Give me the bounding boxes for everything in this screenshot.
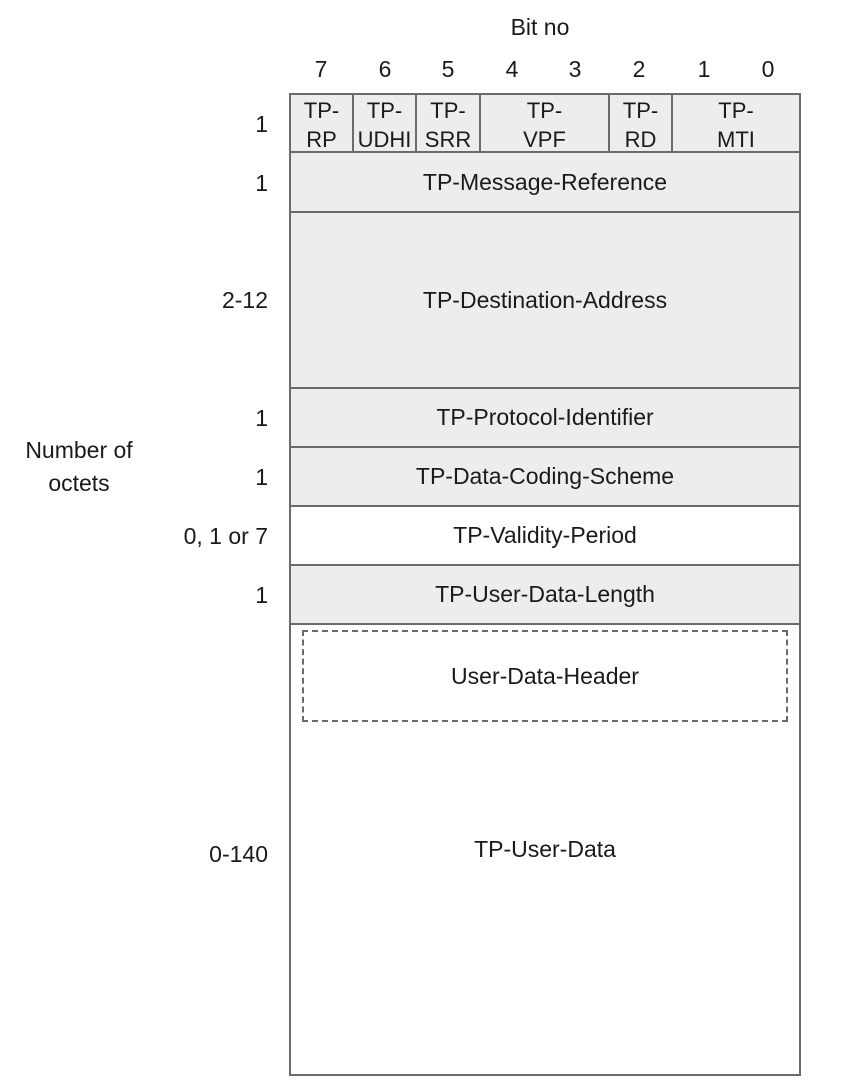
- tp-rp-line1: TP-: [303, 98, 340, 123]
- octet-count-user-data: 0-140: [209, 841, 268, 867]
- bit-4-label: 4: [505, 56, 519, 82]
- tp-rd-line2: RD: [624, 127, 657, 152]
- octet-count-data-coding-scheme: 1: [255, 464, 268, 490]
- tp-validity-period-field: TP-Validity-Period: [289, 505, 801, 566]
- number-of-octets-line1: Number of: [25, 437, 133, 463]
- bit-7-label: 7: [314, 56, 328, 82]
- bit-number-title: Bit no: [510, 14, 570, 40]
- bit-0-label: 0: [761, 56, 775, 82]
- tp-message-reference-field: TP-Message-Reference: [289, 151, 801, 213]
- octet-count-destination-address: 2-12: [221, 287, 268, 313]
- octet-count-protocol-identifier: 1: [255, 405, 268, 431]
- bit-1-label: 1: [697, 56, 711, 82]
- tp-rd-line1: TP-: [622, 98, 659, 123]
- tp-srr-line1: TP-: [430, 98, 466, 123]
- tp-rp-field: TP- RP: [289, 93, 354, 153]
- octet-count-user-data-length: 1: [255, 582, 268, 608]
- tp-message-reference-label: TP-Message-Reference: [422, 168, 668, 195]
- bit-6-label: 6: [378, 56, 392, 82]
- bit-5-label: 5: [441, 56, 455, 82]
- user-data-header-label: User-Data-Header: [451, 662, 639, 689]
- bit-3-label: 3: [568, 56, 582, 82]
- tp-srr-field: TP- SRR: [415, 93, 481, 153]
- number-of-octets-line2: octets: [48, 470, 110, 496]
- tp-protocol-identifier-label: TP-Protocol-Identifier: [436, 404, 654, 430]
- octet-count-message-reference: 1: [255, 170, 268, 196]
- bit-2-label: 2: [632, 56, 646, 82]
- tp-vpf-line1: TP-: [526, 98, 563, 123]
- tp-srr-line2: SRR: [424, 127, 472, 152]
- user-data-header-field: User-Data-Header: [302, 630, 788, 722]
- tp-destination-address-field: TP-Destination-Address: [289, 211, 801, 389]
- tp-destination-address-label: TP-Destination-Address: [422, 286, 668, 313]
- tp-vpf-line2: VPF: [523, 127, 566, 152]
- tp-mti-line1: TP-: [718, 98, 754, 123]
- tp-user-data-label: TP-User-Data: [474, 836, 616, 862]
- tp-data-coding-scheme-field: TP-Data-Coding-Scheme: [289, 446, 801, 507]
- tp-rd-field: TP- RD: [608, 93, 673, 153]
- tp-user-data-length-field: TP-User-Data-Length: [289, 564, 801, 625]
- tp-validity-period-label: TP-Validity-Period: [453, 522, 637, 548]
- tp-protocol-identifier-field: TP-Protocol-Identifier: [289, 387, 801, 448]
- tp-udhi-field: TP- UDHI: [352, 93, 417, 153]
- tp-vpf-field: TP- VPF: [479, 93, 610, 153]
- number-of-octets-label: Number of octets: [14, 434, 144, 500]
- tp-user-data-length-label: TP-User-Data-Length: [435, 581, 655, 607]
- tp-mti-field: TP- MTI: [671, 93, 801, 153]
- octet-count-first-octet: 1: [255, 111, 268, 137]
- tp-data-coding-scheme-label: TP-Data-Coding-Scheme: [415, 463, 675, 489]
- tp-rp-line2: RP: [306, 127, 337, 152]
- tp-mti-line2: MTI: [717, 127, 755, 152]
- tp-udhi-line2: UDHI: [357, 127, 412, 152]
- octet-count-validity-period: 0, 1 or 7: [183, 523, 268, 549]
- tp-udhi-line1: TP-: [366, 98, 403, 123]
